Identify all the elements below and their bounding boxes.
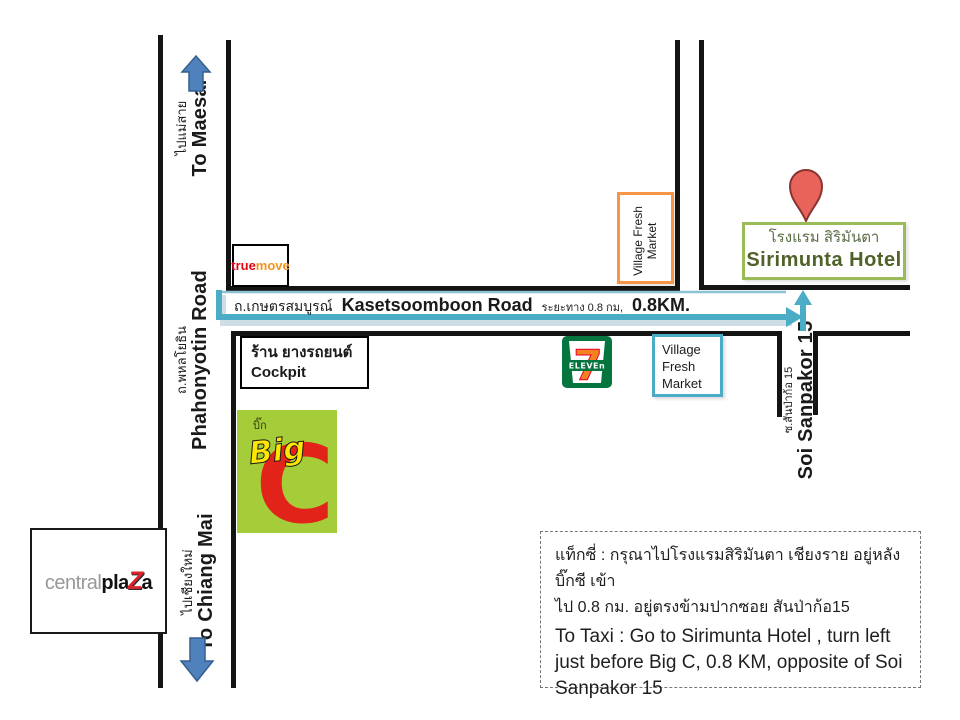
road-kasetsoomboon-south-line <box>231 331 782 336</box>
village-fresh-market-south-line1: Village <box>662 342 701 357</box>
hotel-pin-icon <box>788 169 824 224</box>
road-kasetsoomboon-distance-thai: ระยะทาง 0.8 กม, <box>541 302 623 314</box>
village-fresh-market-north-line2: Market <box>645 222 660 260</box>
taxi-note-thai-line1: แท็กซี่ : กรุณาไปโรงแรมสิริมันตา เชียงรา… <box>555 547 901 590</box>
road-phahonyotin-english: Phahonyotin Road <box>189 270 212 450</box>
direction-north-english: To Maesai <box>189 79 212 177</box>
big-c-logo: C บิ๊ก Big <box>237 410 337 548</box>
central-plaza-logo-pla: pla <box>101 571 129 594</box>
truemove-logo-true: true <box>231 258 256 273</box>
taxi-note-english-line1: To Taxi : Go to Sirimunta Hotel , turn l… <box>555 625 891 647</box>
seven-eleven-word: ELEVEn <box>569 362 605 371</box>
cockpit-shop-box: ร้าน ยางรถยนต์ Cockpit <box>240 336 369 389</box>
direction-south-english: To Chiang Mai <box>195 513 218 651</box>
road-soi-sanpakor-west-line <box>777 331 782 417</box>
direction-north-label: ไปแม่สาย To Maesai <box>173 73 213 183</box>
village-fresh-market-south-line2: Fresh <box>662 358 696 374</box>
central-plaza-logo-a: a <box>141 571 153 594</box>
sirimunta-hotel-thai: โรงแรม สิริมันตา <box>768 229 880 247</box>
taxi-note-thai-line2: ไป 0.8 กม. อยู่ตรงข้ามปากซอย สันป่าก้อ15 <box>555 598 850 616</box>
seven-eleven-logo: 7 ELEVEn <box>561 335 613 394</box>
road-kasetsoomboon-north-line-east <box>699 285 910 290</box>
road-soi-sanpakor-english: Soi Sanpakor 15 <box>794 320 817 480</box>
taxi-note-english-line2: just before Big C, 0.8 KM, opposite of S… <box>555 651 903 673</box>
road-right-vertical-a <box>675 40 680 291</box>
big-c-letter: C <box>255 423 334 533</box>
village-fresh-market-north-label: Village Fresh Market <box>631 199 661 283</box>
truemove-logo-move: move <box>255 258 290 273</box>
direction-south-thai: ไปเชียงใหม่ <box>179 549 195 615</box>
village-fresh-market-south-line3: Market <box>662 375 702 391</box>
central-plaza-logo-central: central <box>44 571 102 594</box>
road-phahonyotin-east-line-bottom <box>231 331 236 688</box>
cockpit-shop-thai: ร้าน ยางรถยนต์ <box>251 344 353 361</box>
road-kasetsoomboon-south-line-east <box>813 331 910 336</box>
sirimunta-hotel-box: โรงแรม สิริมันตา Sirimunta Hotel <box>742 222 906 280</box>
direction-north-thai: ไปแม่สาย <box>173 100 189 156</box>
taxi-note-english-line3: Sanpakor 15 <box>555 678 663 700</box>
big-c-thai: บิ๊ก <box>253 417 267 432</box>
central-plaza-logo-z: Z <box>127 566 143 595</box>
road-phahonyotin-west-line <box>158 35 163 688</box>
road-kasetsoomboon-north-line-west <box>226 286 680 291</box>
taxi-note-box: แท็กซี่ : กรุณาไปโรงแรมสิริมันตา เชียงรา… <box>540 531 921 699</box>
direction-south-label: ไปเชียงใหม่ To Chiang Mai <box>179 513 219 651</box>
sirimunta-hotel-english: Sirimunta Hotel <box>746 248 902 271</box>
road-kasetsoomboon-label: ถ.เกษตรสมบูรณ์ Kasetsoomboon Road ระยะทา… <box>234 295 690 318</box>
village-fresh-market-south-box: Village Fresh Market <box>652 334 723 397</box>
road-phahonyotin-label: ถ.พหลโยธิน Phahonyotin Road <box>173 270 213 450</box>
road-phahonyotin-east-line-top <box>226 40 231 288</box>
road-kasetsoomboon-english: Kasetsoomboon Road <box>341 295 533 315</box>
road-right-vertical-b <box>699 40 704 290</box>
road-kasetsoomboon-thai: ถ.เกษตรสมบูรณ์ <box>234 298 333 314</box>
cockpit-shop-english: Cockpit <box>251 364 307 382</box>
road-soi-sanpakor-label: ซ.สันป่าก้อ 15 Soi Sanpakor 15 <box>782 320 817 480</box>
village-fresh-market-north-box: Village Fresh Market <box>617 192 674 284</box>
road-phahonyotin-thai: ถ.พหลโยธิน <box>173 326 189 395</box>
road-kasetsoomboon-distance: 0.8KM. <box>632 295 691 315</box>
big-c-word: Big <box>247 430 307 472</box>
road-soi-sanpakor-thai: ซ.สันป่าก้อ 15 <box>782 366 795 434</box>
village-fresh-market-north-line1: Village Fresh <box>631 206 645 276</box>
road-soi-sanpakor-east-line <box>813 331 818 415</box>
